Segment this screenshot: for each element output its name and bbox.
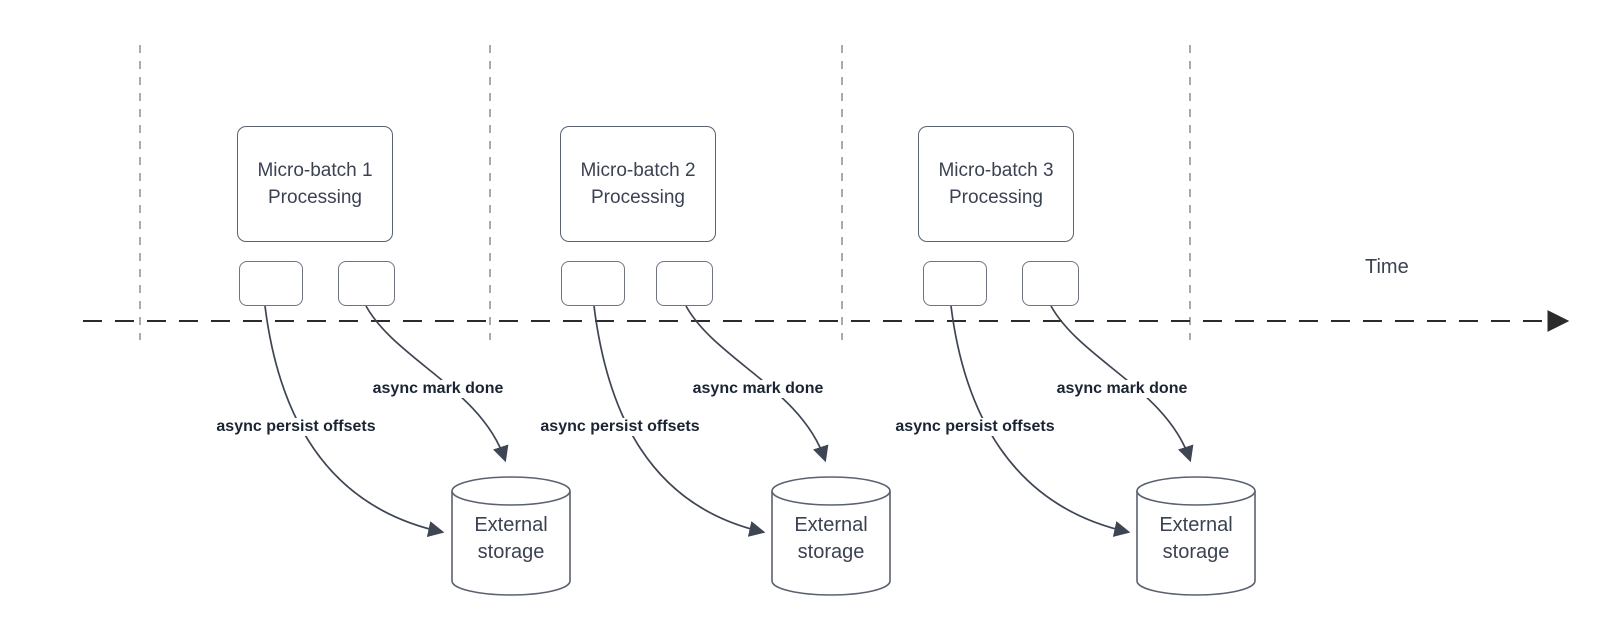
mark-done-arrow-label: async mark done xyxy=(689,380,827,398)
offset-task-box xyxy=(561,261,625,306)
persist-offsets-arrow-label: async persist offsets xyxy=(213,418,379,436)
commit-task-box xyxy=(338,261,395,306)
micro-batch-2-processing-box: Micro-batch 2 Processing xyxy=(560,126,716,242)
micro-batch-1-processing-box: Micro-batch 1 Processing xyxy=(237,126,393,242)
micro-batch-title-line1: Micro-batch 3 xyxy=(938,160,1054,181)
micro-batch-3-processing-box: Micro-batch 3 Processing xyxy=(918,126,1074,242)
offset-task-box xyxy=(923,261,987,306)
mark-done-arrow-label: async mark done xyxy=(1053,380,1191,398)
offset-task-box xyxy=(239,261,303,306)
mark-done-arrow-label: async mark done xyxy=(369,380,507,398)
external-storage-cylinder xyxy=(771,476,891,596)
micro-batch-title-line2: Processing xyxy=(268,187,362,208)
micro-batch-title-line2: Processing xyxy=(591,187,685,208)
commit-task-box xyxy=(1022,261,1079,306)
external-storage-cylinder xyxy=(1136,476,1256,596)
persist-offsets-arrow xyxy=(264,305,445,537)
external-storage-label: External storage xyxy=(474,514,548,563)
commit-task-box xyxy=(656,261,713,306)
mark-done-arrow xyxy=(685,305,829,463)
micro-batch-title-line1: Micro-batch 1 xyxy=(257,160,373,181)
mark-done-arrow xyxy=(365,305,509,463)
time-axis-label: Time xyxy=(1365,256,1409,278)
micro-batch-title-line1: Micro-batch 2 xyxy=(580,160,696,181)
persist-offsets-arrow-label: async persist offsets xyxy=(537,418,703,436)
mark-done-arrow xyxy=(1050,305,1194,463)
external-storage-label: External storage xyxy=(794,514,868,563)
micro-batch-title-line2: Processing xyxy=(949,187,1043,208)
external-storage-label: External storage xyxy=(1159,514,1233,563)
external-storage-cylinder xyxy=(451,476,571,596)
persist-offsets-arrow-label: async persist offsets xyxy=(892,418,1058,436)
persist-offsets-arrow xyxy=(950,305,1131,537)
persist-offsets-arrow xyxy=(593,305,766,537)
